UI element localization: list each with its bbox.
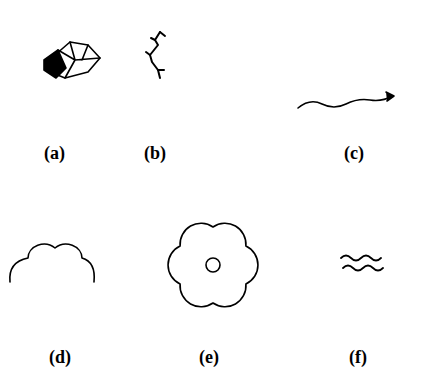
panel-label: (c) <box>344 144 364 164</box>
double-wave <box>341 256 383 271</box>
panel-label: (b) <box>144 144 166 164</box>
wavy-arrow <box>298 92 394 108</box>
cell-cluster <box>44 42 100 78</box>
panel-label: (e) <box>199 348 219 368</box>
zigzag-line <box>146 32 165 78</box>
panel-label: (a) <box>44 144 65 164</box>
lobed-ring <box>168 223 258 306</box>
panel-label: (f) <box>349 348 367 368</box>
panel-label: (d) <box>49 348 71 368</box>
scalloped-arch <box>10 244 94 282</box>
